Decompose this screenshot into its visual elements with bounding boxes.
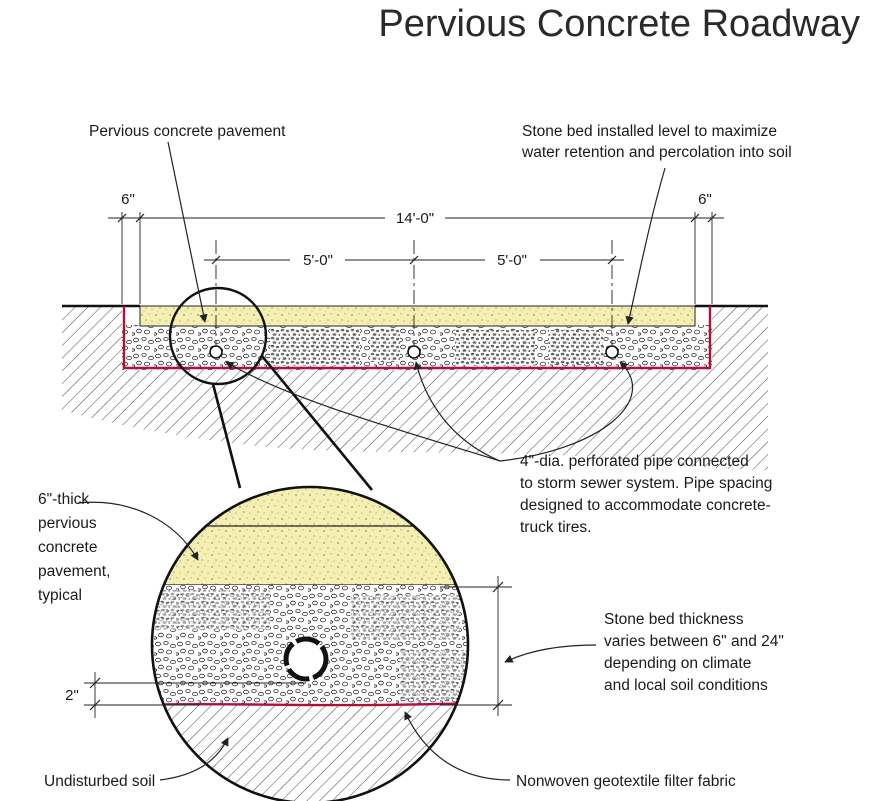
label-stone-thickness-line3: depending on climate [604, 655, 751, 672]
enlarged-detail [150, 485, 470, 801]
dim-pipe-spacing-right: 5'-0" [497, 252, 527, 269]
label-undisturbed-soil: Undisturbed soil [44, 773, 155, 790]
label-stone-bed-level-line1: Stone bed installed level to maximize [522, 123, 777, 140]
dim-right-edge: 6" [698, 191, 712, 208]
detail-dimensions: 2" [65, 576, 512, 718]
perforated-pipe-detail [283, 636, 329, 682]
roadway-section [62, 240, 768, 470]
label-pavement-detail: 6"-thick pervious concrete pavement, typ… [38, 491, 115, 604]
geotextile-fabric-detail [152, 701, 468, 707]
label-geotextile-fabric: Nonwoven geotextile filter fabric [516, 773, 736, 790]
pervious-concrete-detail [152, 487, 468, 585]
perforated-pipe-1 [209, 345, 223, 359]
label-stone-thickness: Stone bed thickness varies between 6" an… [604, 611, 788, 694]
label-pipe-line3: designed to accommodate concrete- [520, 497, 771, 514]
undisturbed-soil-detail [152, 705, 468, 801]
detail-callout-circle [168, 286, 268, 386]
label-pavement-detail-line5: typical [38, 587, 82, 604]
dim-pipe-clearance: 2" [65, 687, 79, 704]
label-stone-thickness-line4: and local soil conditions [604, 677, 768, 694]
dim-overall-width: 14'-0" [396, 210, 434, 227]
perforated-pipe-3 [605, 345, 619, 359]
label-pipe-line1: 4"-dia. perforated pipe connected [520, 453, 749, 470]
dimension-lines: 6" 14'-0" 6" 5'-0" 5'-0" [108, 191, 724, 304]
label-stone-bed-level-line2: water retention and percolation into soi… [521, 144, 792, 161]
pervious-concrete-section [139, 305, 696, 327]
label-pavement-detail-line3: concrete [38, 539, 97, 556]
label-pavement-detail-line1: 6"-thick [38, 491, 89, 508]
label-stone-thickness-line1: Stone bed thickness [604, 611, 744, 628]
label-pavement-detail-line2: pervious [38, 515, 97, 532]
leader-lines [77, 141, 666, 781]
label-pipe-line4: truck tires. [520, 519, 591, 536]
label-perforated-pipe: 4"-dia. perforated pipe connected to sto… [520, 453, 777, 536]
label-stone-thickness-line2: varies between 6" and 24" [604, 633, 784, 650]
label-pipe-line2: to storm sewer system. Pipe spacing [520, 475, 772, 492]
label-pervious-concrete: Pervious concrete pavement [89, 123, 286, 140]
detail-connector-right [260, 355, 374, 491]
dim-pipe-spacing-left: 5'-0" [303, 252, 333, 269]
perforated-pipe-2 [407, 345, 421, 359]
diagram-title: Pervious Concrete Roadway [378, 3, 860, 45]
label-stone-bed-level: Stone bed installed level to maximize wa… [521, 123, 792, 161]
label-pavement-detail-line4: pavement, [38, 563, 110, 580]
detail-connector-left [211, 383, 242, 489]
dim-left-edge: 6" [121, 191, 135, 208]
undisturbed-soil-section [62, 306, 768, 470]
